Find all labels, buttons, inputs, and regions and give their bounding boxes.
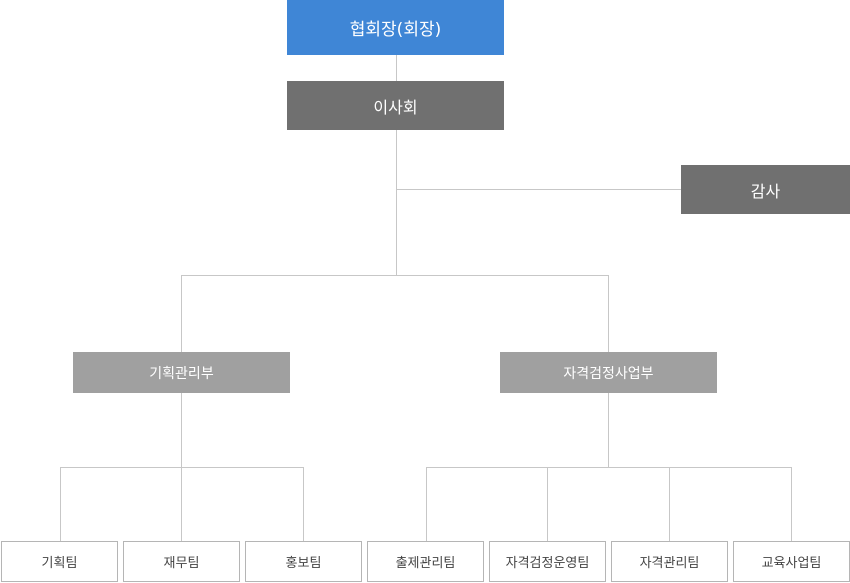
audit-box: 감사 — [681, 165, 850, 214]
connector-dept-2-teams-horizontal — [426, 467, 792, 468]
connector-departments-horizontal — [181, 275, 609, 276]
connector-team-1 — [60, 467, 61, 541]
team-box: 재무팀 — [123, 541, 240, 582]
board-box: 이사회 — [287, 81, 504, 130]
connector-team-3 — [303, 467, 304, 541]
connector-dept-2-down — [608, 393, 609, 468]
department-box-planning: 기획관리부 — [73, 352, 290, 393]
team-box: 홍보팀 — [245, 541, 362, 582]
connector-audit — [396, 189, 682, 190]
connector-dept-1 — [181, 275, 182, 352]
connector-team-6 — [669, 467, 670, 541]
connector-board-trunk — [396, 130, 397, 276]
team-box: 자격관리팀 — [611, 541, 728, 582]
president-box: 협회장(회장) — [287, 0, 504, 55]
connector-team-7 — [791, 467, 792, 541]
department-box-certification: 자격검정사업부 — [500, 352, 717, 393]
connector-team-5 — [547, 467, 548, 541]
connector-team-2 — [181, 467, 182, 541]
team-box: 기획팀 — [1, 541, 118, 582]
connector-dept-1-teams-horizontal — [60, 467, 304, 468]
team-box: 출제관리팀 — [367, 541, 484, 582]
team-box: 교육사업팀 — [733, 541, 850, 582]
team-box: 자격검정운영팀 — [489, 541, 606, 582]
connector-dept-2 — [608, 275, 609, 352]
connector-team-4 — [426, 467, 427, 541]
connector-president-board — [396, 55, 397, 81]
connector-dept-1-down — [181, 393, 182, 468]
